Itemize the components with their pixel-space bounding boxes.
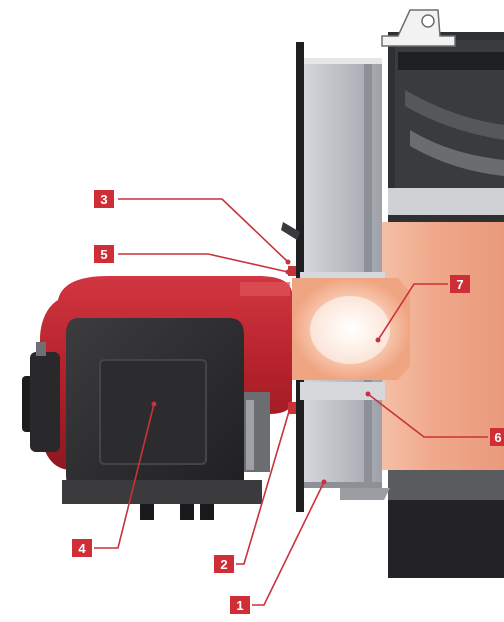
gasket-top xyxy=(288,266,296,276)
control-box xyxy=(62,318,262,520)
leader-line-3 xyxy=(118,198,289,263)
label-1-text: 1 xyxy=(236,598,243,613)
label-badge-2: 2 xyxy=(214,555,234,573)
label-badge-3: 3 xyxy=(94,190,114,208)
leader-line-5 xyxy=(118,253,289,273)
label-7-text: 7 xyxy=(456,277,463,292)
leader-line-6 xyxy=(367,393,488,438)
leader-line-7 xyxy=(377,283,448,341)
label-5-text: 5 xyxy=(100,247,107,262)
label-4-text: 4 xyxy=(78,541,86,556)
leader-line-2 xyxy=(236,407,291,565)
leader-lines xyxy=(94,198,488,606)
label-badge-5: 5 xyxy=(94,245,114,263)
label-badge-1: 1 xyxy=(230,596,250,614)
label-badge-7: 7 xyxy=(450,275,470,293)
motor xyxy=(22,342,60,452)
label-badge-6: 6 xyxy=(490,428,504,446)
label-2-text: 2 xyxy=(220,557,227,572)
adjustment-lever xyxy=(281,222,300,240)
label-badge-4: 4 xyxy=(72,539,92,557)
combustion-head xyxy=(292,278,410,380)
mounting-bracket xyxy=(381,9,456,47)
leader-line-4 xyxy=(94,403,155,549)
leader-line-1 xyxy=(252,481,325,606)
leader-dots xyxy=(151,259,381,485)
label-6-text: 6 xyxy=(494,430,501,445)
label-3-text: 3 xyxy=(100,192,107,207)
